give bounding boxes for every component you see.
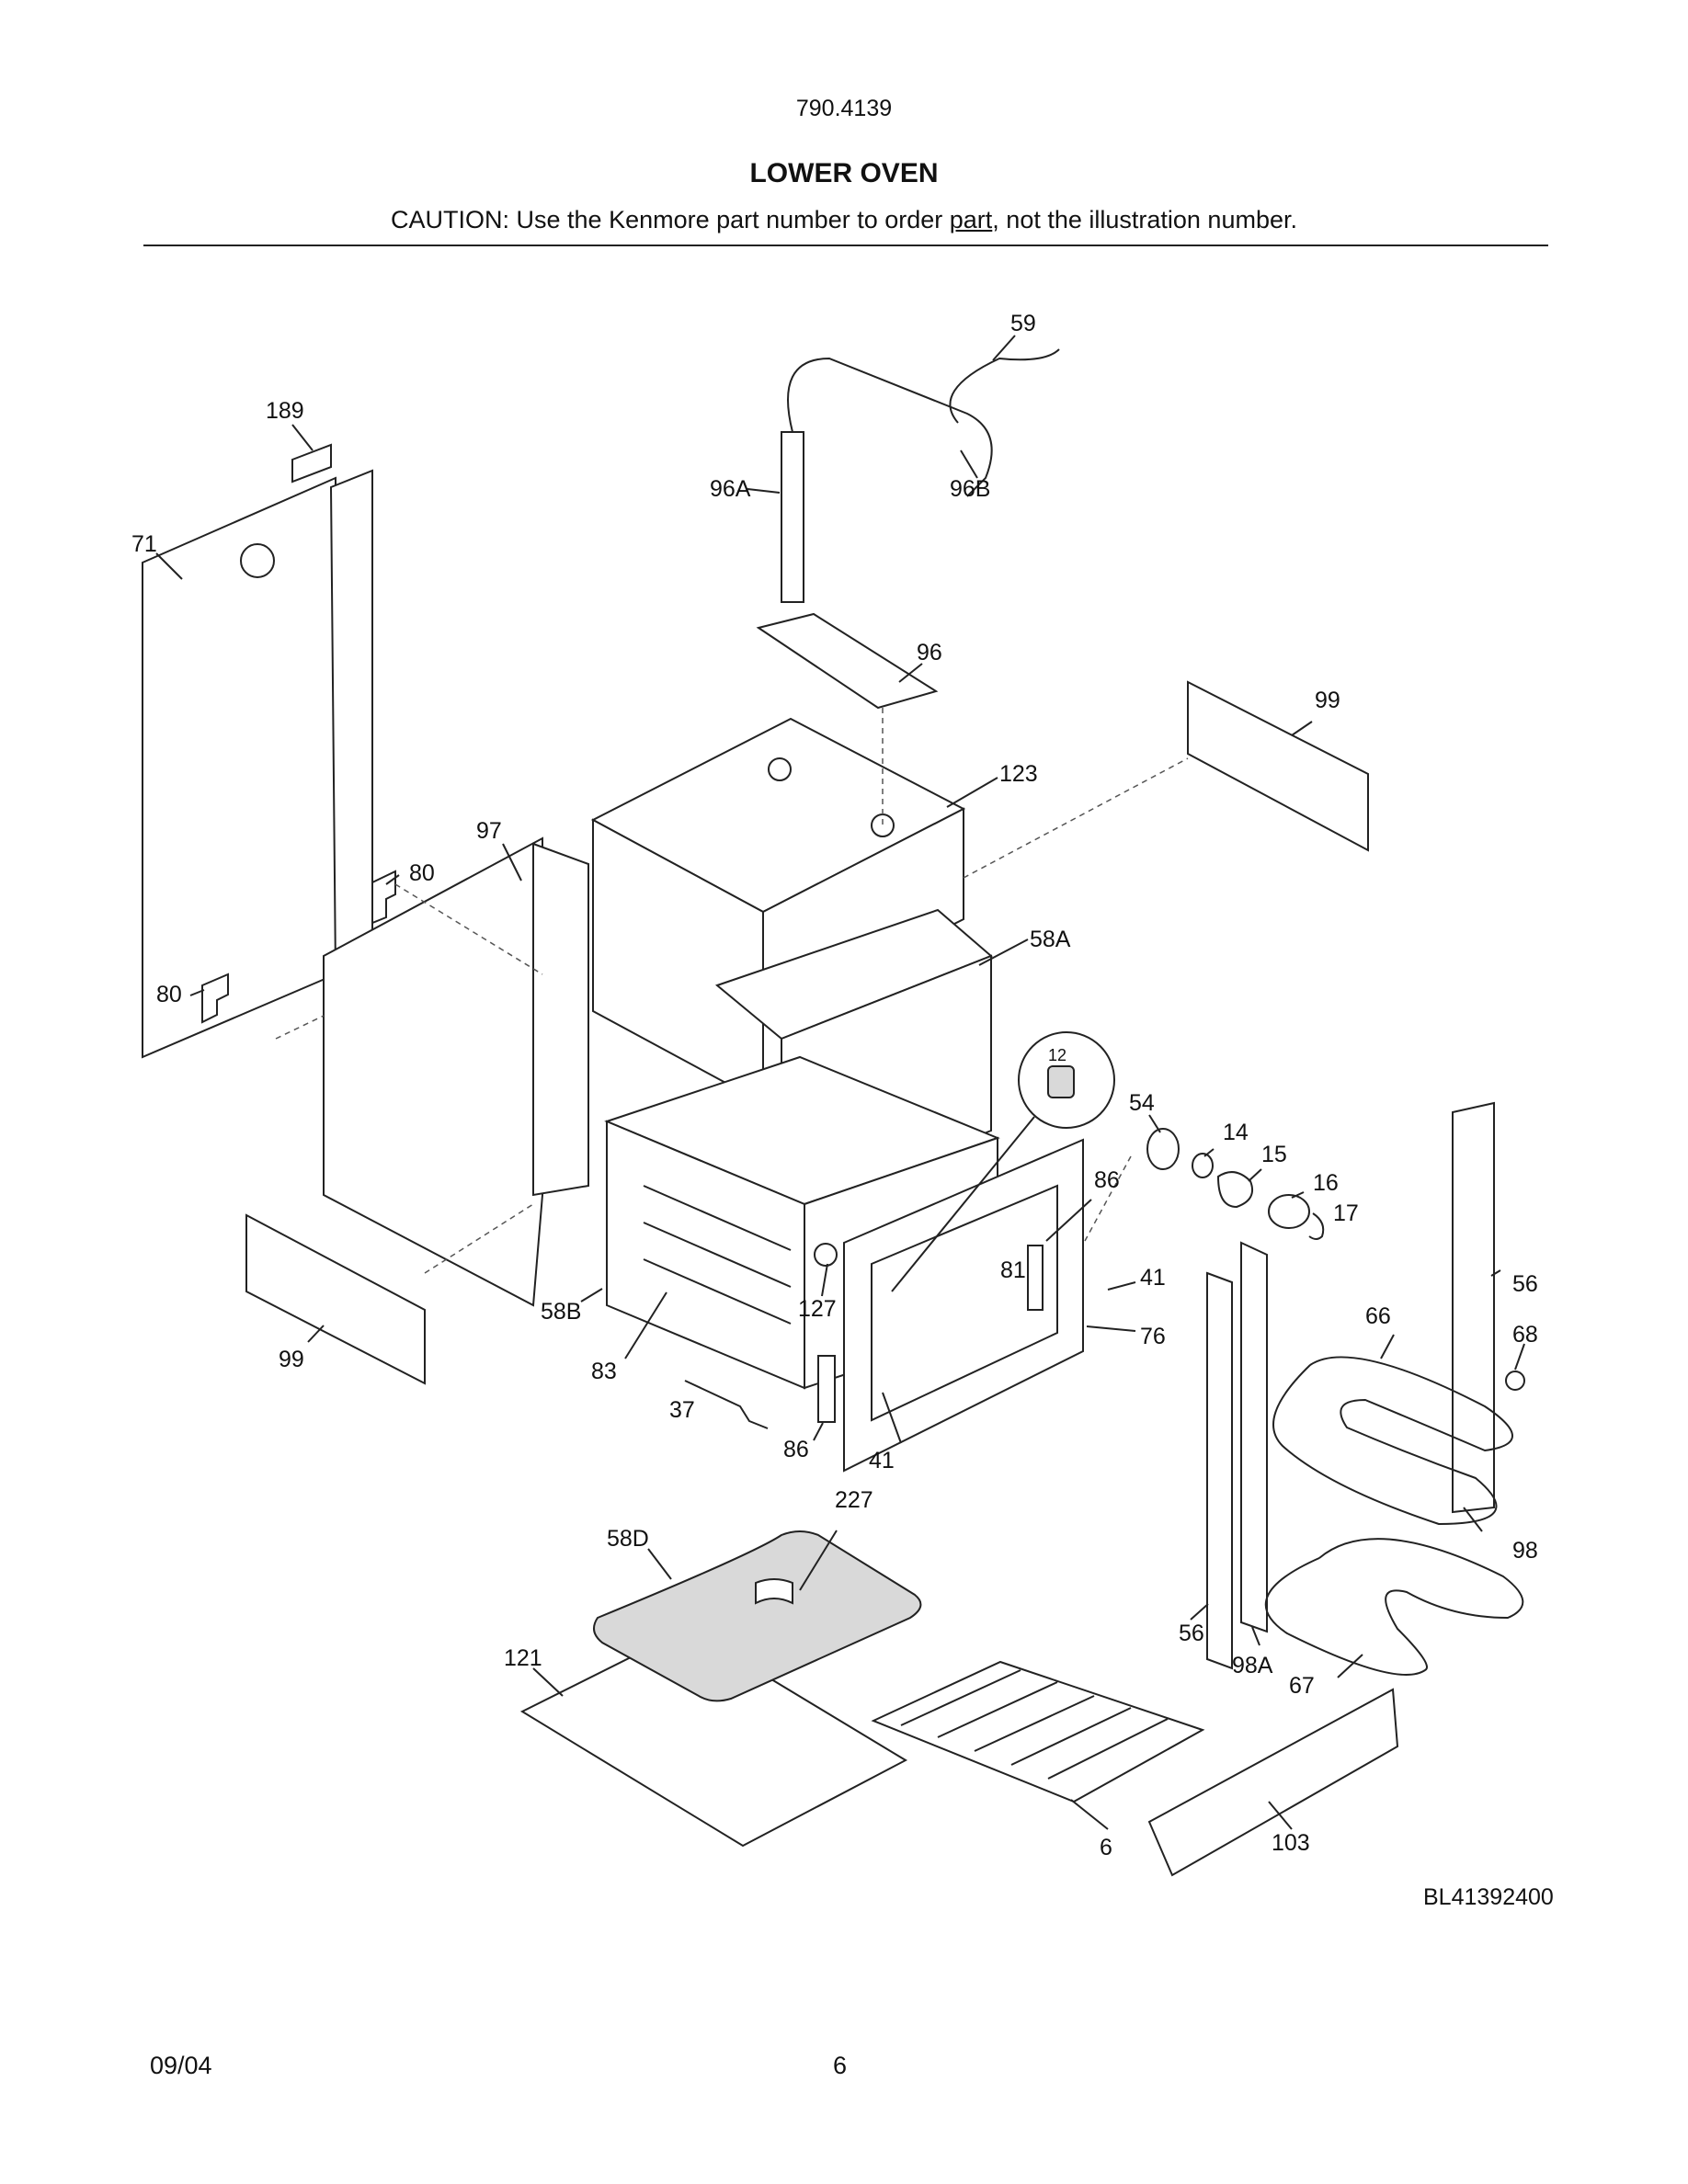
assembly-line	[424, 1203, 534, 1274]
caution-text-prefix: CAUTION: Use the Kenmore part number to …	[391, 206, 950, 233]
side-panel	[323, 836, 589, 1307]
label-leaders	[155, 335, 1525, 1830]
detail-callout-light-socket	[891, 1031, 1115, 1292]
assembly-line	[963, 757, 1189, 879]
lamp-bulb	[1216, 1171, 1254, 1209]
part-label: 56	[1179, 1621, 1204, 1646]
oven-light-fitting	[814, 1243, 838, 1267]
lamp-receptacle	[1146, 1128, 1180, 1170]
side-bracket-upper	[1187, 680, 1369, 852]
part-label: 83	[591, 1359, 617, 1384]
page-number: 6	[833, 2052, 848, 2079]
element-pin	[1505, 1371, 1525, 1391]
part-label: 99	[1315, 688, 1340, 713]
part-label: 58D	[607, 1526, 649, 1552]
part-label: 86	[1094, 1167, 1120, 1193]
assembly-line	[275, 1015, 325, 1040]
part-label: 58A	[1030, 927, 1071, 952]
caution-text-underlined: part	[949, 206, 993, 233]
part-label: 37	[669, 1397, 695, 1423]
part-label: 16	[1313, 1170, 1339, 1196]
part-labels: 189 71 80 80 97 96A 96B 59 96 123 99 58A…	[131, 311, 1538, 1860]
bracket-189	[291, 443, 332, 483]
bracket-80-lower	[201, 973, 229, 1024]
part-label: 98	[1512, 1538, 1538, 1564]
side-bracket-lower	[245, 1213, 426, 1385]
caution-text-suffix: , not the illustration number.	[992, 206, 1297, 233]
part-label: 123	[999, 761, 1038, 787]
header-rule	[143, 245, 1548, 246]
model-number: 790.4139	[795, 96, 893, 121]
side-trim-98a	[1240, 1241, 1268, 1633]
bracket-80-upper	[371, 870, 396, 925]
part-label: 41	[869, 1448, 895, 1473]
part-label: 17	[1333, 1200, 1359, 1226]
lamp-lens	[1268, 1194, 1310, 1229]
broiler-drawer-trim	[1147, 1688, 1399, 1877]
part-label: 56	[1512, 1271, 1538, 1297]
lamp-gasket	[1192, 1153, 1214, 1178]
part-label: 96B	[950, 476, 990, 502]
part-label: 14	[1223, 1120, 1249, 1145]
part-label: 97	[476, 818, 502, 844]
part-label: 80	[409, 860, 435, 886]
diagram-id: BL41392400	[1423, 1884, 1554, 1910]
part-label: 59	[1010, 311, 1036, 336]
part-label: 15	[1261, 1142, 1287, 1167]
part-label: 98A	[1232, 1653, 1273, 1678]
part-label: 86	[783, 1437, 809, 1462]
part-label: 80	[156, 982, 182, 1007]
oven-rack	[871, 1660, 1205, 1803]
side-trim-left	[1206, 1271, 1233, 1670]
part-label: 66	[1365, 1303, 1391, 1329]
part-label: 54	[1129, 1090, 1155, 1116]
oven-front-frame	[843, 1138, 1084, 1473]
thermostat-bulb-clip	[684, 1380, 769, 1429]
assembly-line	[394, 883, 543, 975]
part-label: 96A	[710, 476, 751, 502]
liner-tab	[755, 1578, 793, 1605]
part-label: 127	[798, 1296, 837, 1322]
part-label: 99	[279, 1347, 304, 1372]
part-label: 121	[504, 1645, 542, 1671]
part-label: 67	[1289, 1673, 1315, 1699]
part-label: 76	[1140, 1324, 1166, 1349]
oven-bottom-liner	[593, 1530, 922, 1702]
part-label: 71	[131, 531, 157, 557]
broil-element	[1272, 1356, 1513, 1526]
part-label: 6	[1100, 1835, 1112, 1860]
oven-vent-tubes	[756, 348, 1060, 710]
part-label: 68	[1512, 1322, 1538, 1348]
section-title: LOWER OVEN	[749, 158, 939, 188]
hinge-receptacle-upper	[1027, 1245, 1044, 1311]
hinge-receptacle-lower	[817, 1355, 836, 1423]
part-label: 227	[835, 1487, 873, 1513]
part-label: 81	[1000, 1257, 1026, 1283]
part-label: 103	[1272, 1830, 1310, 1856]
bake-element	[1264, 1538, 1524, 1676]
part-label: 41	[1140, 1265, 1166, 1291]
caution-note: CAUTION: Use the Kenmore part number to …	[0, 206, 1688, 234]
part-label: 96	[917, 640, 942, 665]
part-label: 12	[1048, 1046, 1066, 1064]
side-trim-right	[1452, 1101, 1495, 1514]
lamp-clip	[1308, 1212, 1325, 1240]
part-label: 189	[266, 398, 304, 424]
vent-duct	[756, 612, 939, 710]
footer-date: 09/04	[150, 2052, 212, 2079]
part-label: 58B	[541, 1299, 581, 1325]
